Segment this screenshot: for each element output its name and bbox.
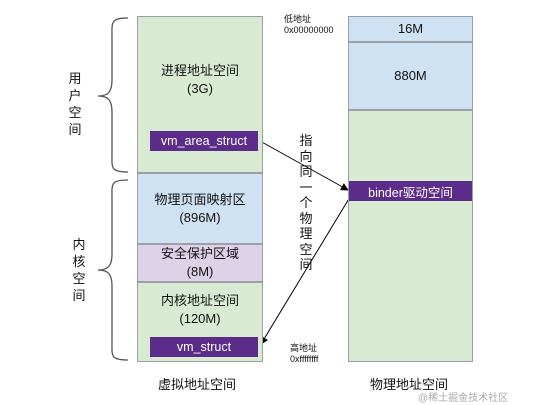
low-address-label: 低地址 0x00000000 xyxy=(284,14,334,36)
note-char: 向 xyxy=(299,148,313,164)
physical-caption: 物理地址空间 xyxy=(370,377,449,392)
pointer-note: 指 向 同 一 个 物 理 空 间 xyxy=(297,133,315,273)
phys-16m-block: 16M xyxy=(348,16,473,42)
watermark: @稀土掘金技术社区 xyxy=(418,393,509,404)
side-char: 间 xyxy=(72,288,86,303)
phys-map-block: 物理页面映射区 (896M) xyxy=(137,173,263,244)
high-address-label: 高地址 0xffffffff xyxy=(290,343,318,365)
low-address-text: 低地址 xyxy=(284,14,312,24)
note-char: 物 xyxy=(299,210,313,226)
binder-space-box: binder驱动空间 xyxy=(349,181,472,201)
kernel-space-side-label: 内 核 空 间 xyxy=(70,236,88,304)
side-char: 用 xyxy=(68,71,82,86)
side-char: 空 xyxy=(72,271,86,286)
note-char: 同 xyxy=(299,164,313,179)
kernel-brace xyxy=(97,179,129,361)
kernel-space-title: 内核地址空间 xyxy=(160,293,239,308)
user-space-title: 进程地址空间 xyxy=(160,62,239,78)
note-char: 指 xyxy=(299,133,313,148)
phys-880m-block: 880M xyxy=(348,42,473,110)
side-char: 间 xyxy=(68,122,82,137)
phys-map-title: 物理页面映射区 xyxy=(154,191,246,207)
user-space-side-label: 用 户 空 间 xyxy=(66,70,84,138)
vm-struct-box: vm_struct xyxy=(150,337,258,357)
note-char: 间 xyxy=(299,257,313,272)
side-char: 空 xyxy=(68,105,82,120)
note-char: 个 xyxy=(299,195,313,210)
safe-zone-block: 安全保护区域 (8M) xyxy=(137,244,263,282)
phys-map-size: (896M) xyxy=(179,209,221,225)
vm-struct-arrow xyxy=(260,196,351,345)
low-address-value: 0x00000000 xyxy=(284,25,334,35)
user-brace xyxy=(97,17,129,173)
user-space-size: (3G) xyxy=(186,80,213,96)
phys-rest-block xyxy=(348,110,473,362)
safe-zone-title: 安全保护区域 xyxy=(160,246,239,261)
side-char: 核 xyxy=(72,254,86,269)
side-char: 内 xyxy=(72,237,86,252)
note-char: 空 xyxy=(299,241,313,257)
note-char: 一 xyxy=(299,179,313,195)
high-address-value: 0xffffffff xyxy=(290,354,319,364)
vm-area-arrow xyxy=(259,140,349,191)
note-char: 理 xyxy=(299,226,313,241)
virtual-caption: 虚拟地址空间 xyxy=(158,377,237,392)
vm-area-struct-box: vm_area_struct xyxy=(150,131,258,151)
safe-zone-size: (8M) xyxy=(186,264,214,279)
side-char: 户 xyxy=(68,88,82,103)
kernel-space-size: (120M) xyxy=(179,311,221,326)
high-address-text: 高地址 xyxy=(290,343,318,353)
